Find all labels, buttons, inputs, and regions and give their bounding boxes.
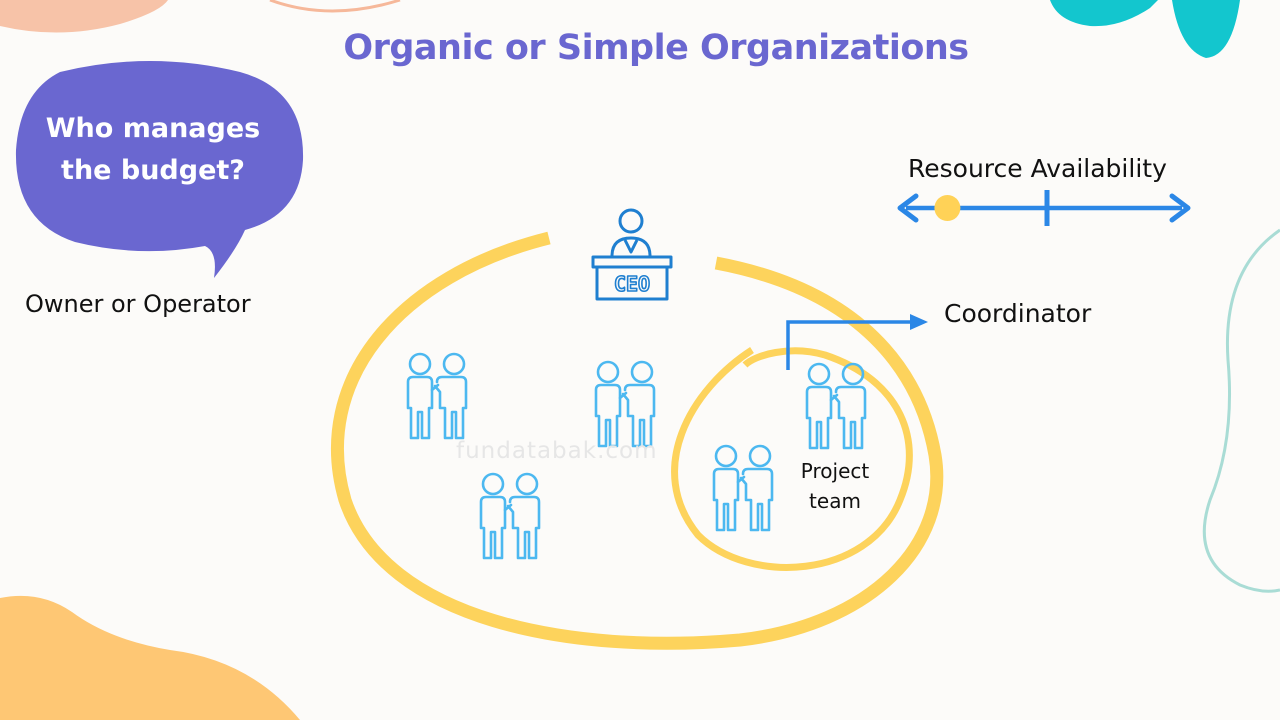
people-pair-icon [805,362,867,450]
mint-curve-line [1202,228,1280,593]
project-team-line-1: Project [800,459,870,483]
people-pair-icon [406,352,468,440]
slide-title: Organic or Simple Organizations [343,28,969,68]
resource-availability-label: Resource Availability [908,154,1167,183]
budget-question: Who manages the budget? [18,108,288,192]
orange-blob [0,595,300,720]
coordinator-label: Coordinator [944,299,1092,328]
peach-curve-line [269,0,401,13]
question-line-2: the budget? [61,155,245,186]
project-team-loop [671,347,913,571]
speech-bubble [15,61,304,278]
people-pair-icon [712,444,774,532]
project-team-line-2: team [809,489,861,513]
people-pair-icon [479,472,541,560]
question-line-1: Who manages [45,113,261,144]
teal-blob [1050,0,1240,58]
coordinator-arrow [786,314,928,370]
resource-level-marker [934,195,961,221]
peach-blob [0,0,168,33]
resource-scale [897,190,1191,226]
watermark: fundatabak.com [456,438,658,464]
ceo-desk-icon: CEO [591,208,673,301]
ceo-label: CEO [614,272,650,296]
people-pair-icon [594,360,656,448]
budget-answer: Owner or Operator [25,290,251,318]
organization-spiral [330,231,944,650]
project-team-label: Project team [790,456,880,516]
